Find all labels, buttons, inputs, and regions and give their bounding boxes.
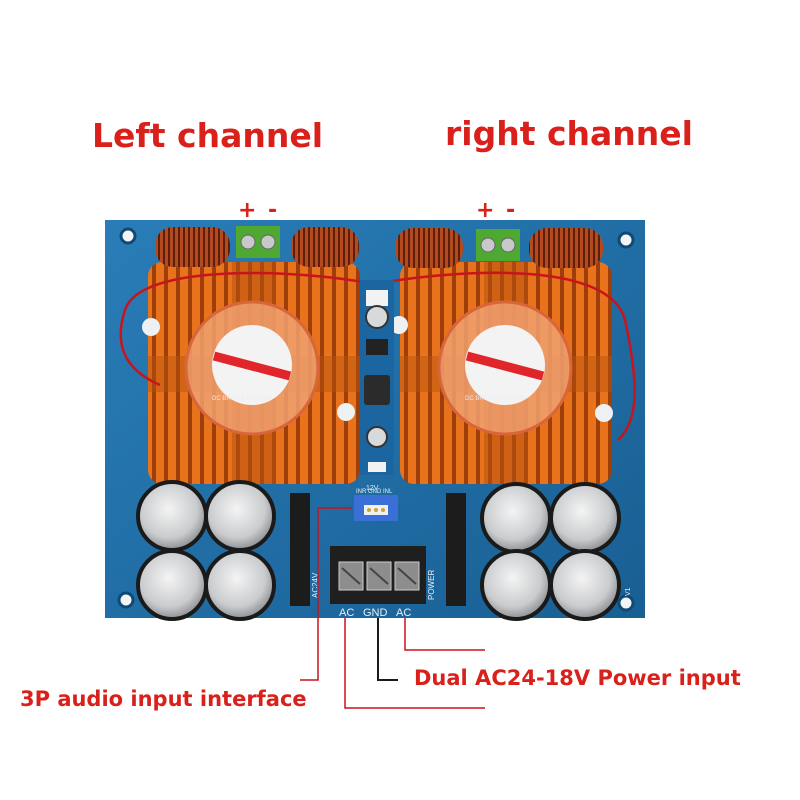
audio-input-leader — [300, 507, 352, 681]
power-input-callout: Dual AC24-18V Power input — [414, 666, 741, 690]
left-fan — [184, 300, 320, 436]
mounting-holes — [117, 227, 635, 612]
fan-wire-left — [119, 271, 369, 387]
audio-input-silkscreen: INR GND INL — [356, 489, 393, 495]
fan-voltage-label: 12V — [366, 485, 379, 492]
audio-input-header — [354, 495, 398, 521]
ac-left-leader — [344, 618, 485, 709]
ac-right-leader — [404, 618, 485, 651]
left-plus-label: + — [238, 198, 257, 223]
terminal-label-ac-left: AC — [339, 607, 354, 619]
speaker-terminals — [236, 226, 520, 261]
terminal-label-gnd: GND — [363, 607, 388, 619]
left-fan-label: DC BRUSHLESS FAN — [212, 396, 272, 402]
right-channel-title: right channel — [445, 114, 693, 153]
filter-capacitors — [136, 480, 621, 621]
side-label-right: POWER — [427, 570, 436, 600]
right-transistor-strip — [446, 493, 466, 606]
right-plus-label: + — [476, 198, 495, 223]
right-fan — [437, 300, 573, 436]
right-fan-label: DC BRUSHLESS FAN — [465, 396, 525, 402]
audio-input-callout: 3P audio input interface — [20, 687, 307, 711]
screw-posts — [142, 316, 613, 422]
left-transistor-strip — [290, 493, 310, 606]
version-label: V1 — [625, 587, 632, 596]
right-minus-label: - — [506, 198, 516, 223]
left-minus-label: - — [268, 198, 278, 223]
fan-wire-right — [379, 271, 636, 441]
power-terminal-block — [330, 546, 426, 604]
inductor-coils — [155, 227, 603, 268]
left-channel-title: Left channel — [92, 116, 324, 155]
side-label-left: AC24V — [311, 572, 320, 598]
terminal-label-ac-right: AC — [396, 607, 411, 619]
gnd-leader — [377, 618, 398, 681]
center-electronics — [360, 280, 394, 475]
